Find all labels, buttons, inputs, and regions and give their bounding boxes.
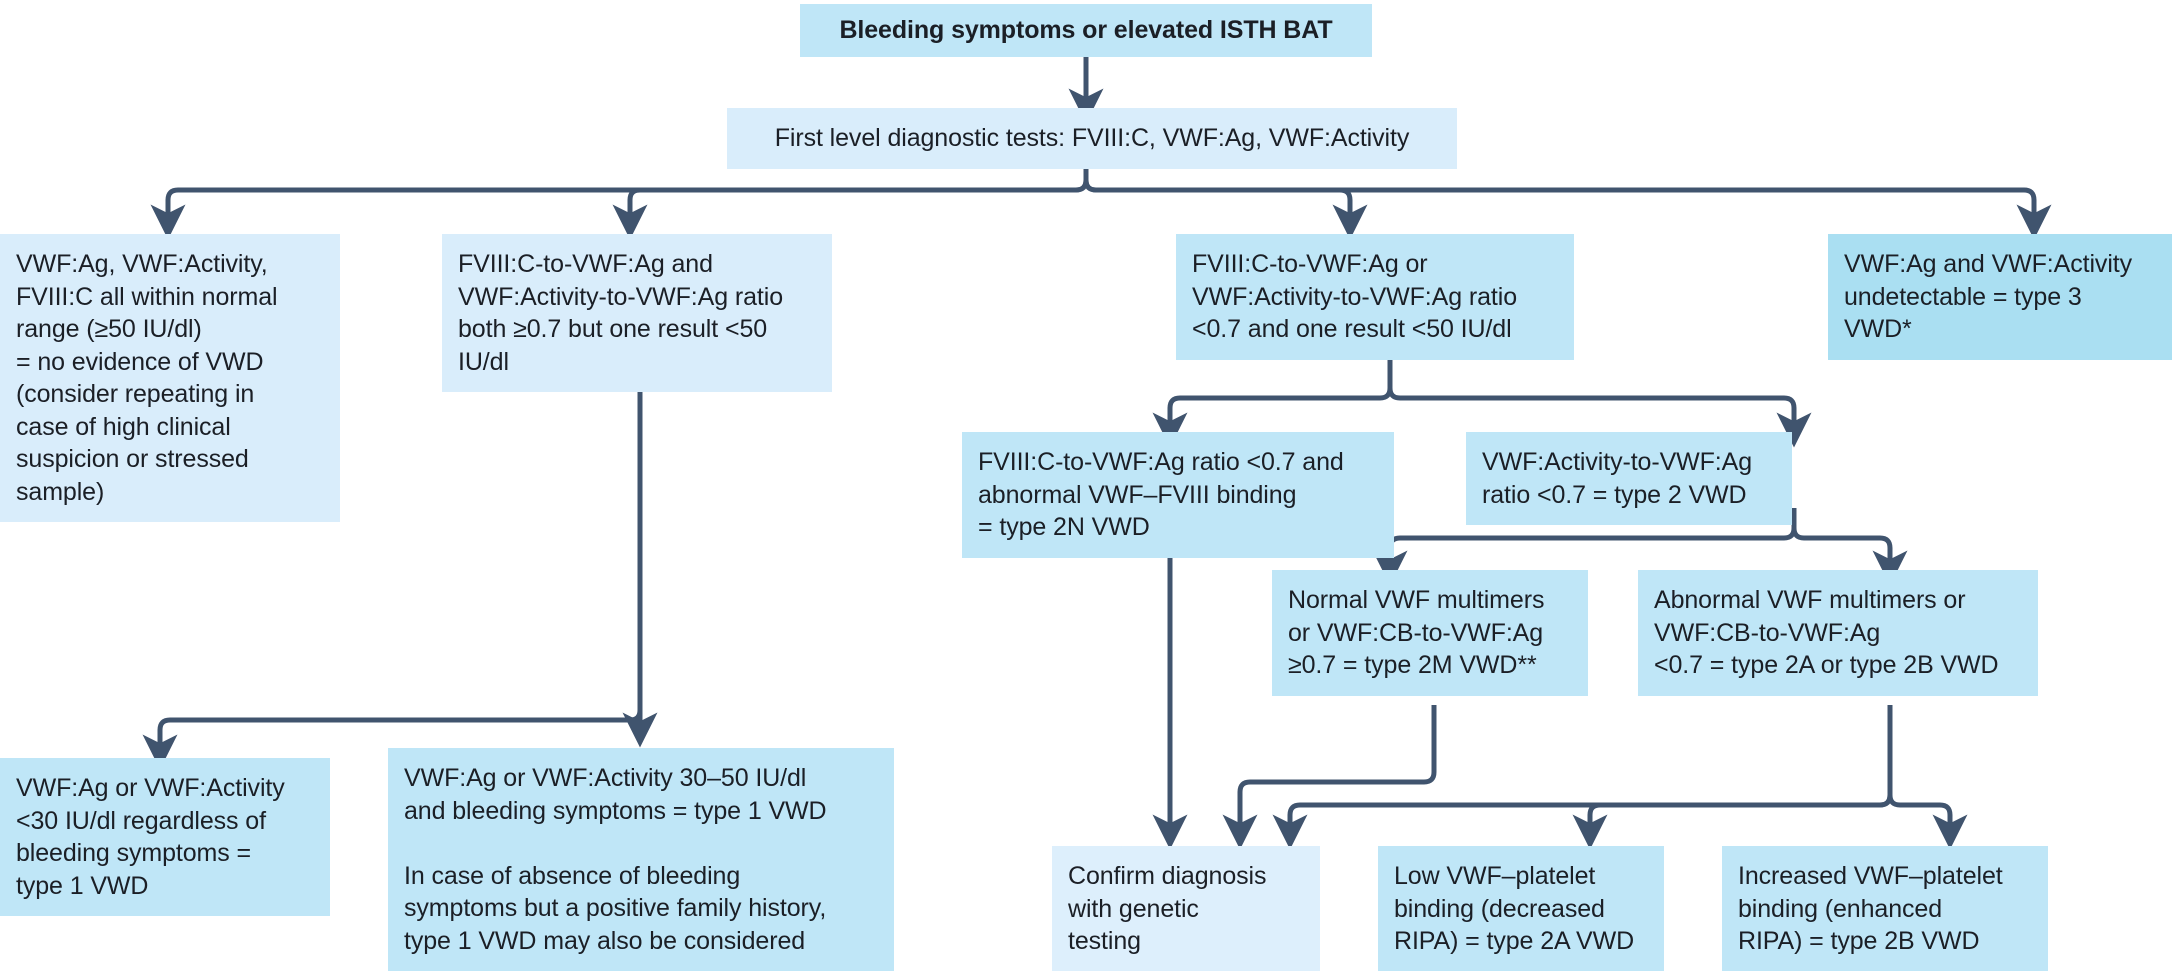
edge-type2a2b-to-confirm xyxy=(1272,705,1893,850)
node-confirm-genetic-testing[interactable]: Confirm diagnosis with genetic testing xyxy=(1052,846,1320,971)
edge-type2-to-type2a-2b xyxy=(1791,508,1908,586)
node-type-2a-or-2b-vwd[interactable]: Abnormal VWF multimers or VWF:CB-to-VWF:… xyxy=(1638,570,2038,696)
node-type-2m-vwd[interactable]: Normal VWF multimers or VWF:CB-to-VWF:Ag… xyxy=(1272,570,1588,696)
edge-first-level-to-ratio-both xyxy=(612,161,1089,240)
node-type-1-vwd-lt-30[interactable]: VWF:Ag or VWF:Activity <30 IU/dl regardl… xyxy=(0,758,330,916)
node-type-2-vwd[interactable]: VWF:Activity-to-VWF:Ag ratio <0.7 = type… xyxy=(1466,432,1792,525)
node-type-3-vwd[interactable]: VWF:Ag and VWF:Activity undetectable = t… xyxy=(1828,234,2172,360)
edge-first-level-to-ratio-lt07 xyxy=(1083,161,1368,240)
node-root-bleeding-symptoms[interactable]: Bleeding symptoms or elevated ISTH BAT xyxy=(800,4,1372,57)
edge-first-level-to-type3 xyxy=(1083,161,2052,240)
edge-type2a2b-to-type2a-ripa xyxy=(1572,705,1893,850)
node-ratio-both-ge-07[interactable]: FVIII:C-to-VWF:Ag and VWF:Activity-to-VW… xyxy=(442,234,832,392)
node-type-1-vwd-30-50[interactable]: VWF:Ag or VWF:Activity 30–50 IU/dl and b… xyxy=(388,748,894,971)
edge-ratio-lt07-to-type2n xyxy=(1152,360,1393,448)
node-type-2n-vwd[interactable]: FVIII:C-to-VWF:Ag ratio <0.7 and abnorma… xyxy=(962,432,1394,558)
edge-ratio-lt07-to-type2 xyxy=(1387,360,1812,448)
node-type-2b-vwd-ripa[interactable]: Increased VWF–platelet binding (enhanced… xyxy=(1722,846,2048,971)
node-first-level-tests[interactable]: First level diagnostic tests: FVIII:C, V… xyxy=(727,108,1457,169)
edge-type2m-to-confirm xyxy=(1222,705,1437,850)
node-normal-range-no-vwd[interactable]: VWF:Ag, VWF:Activity, FVIII:C all within… xyxy=(0,234,340,522)
edge-first-level-to-normal-range xyxy=(150,161,1089,240)
edge-type2a2b-to-type2b-ripa xyxy=(1887,705,1968,850)
node-ratio-lt-07[interactable]: FVIII:C-to-VWF:Ag or VWF:Activity-to-VWF… xyxy=(1176,234,1574,360)
node-type-2a-vwd-ripa[interactable]: Low VWF–platelet binding (decreased RIPA… xyxy=(1378,846,1664,971)
